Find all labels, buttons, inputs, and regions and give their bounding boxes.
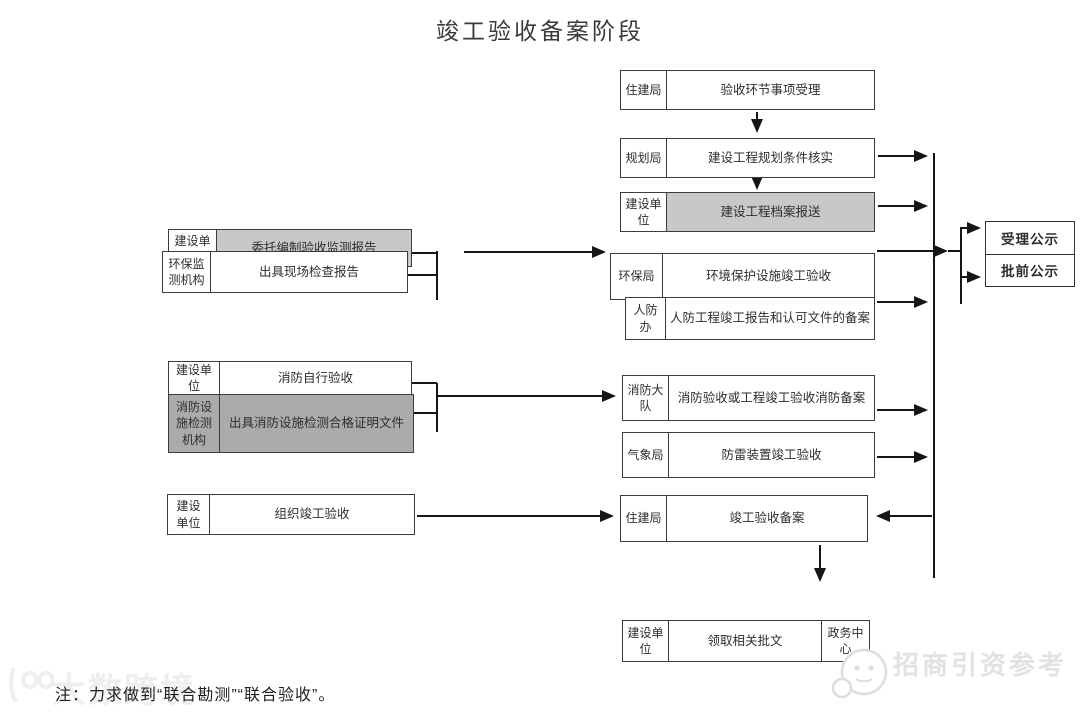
agency-label: 规划局 (621, 139, 667, 177)
task-label: 消防验收或工程竣工验收消防备案 (677, 390, 866, 405)
task-label: 出具现场检查报告 (258, 264, 359, 279)
agency-label: 住建局 (621, 71, 667, 109)
agency-label: 住建局 (621, 496, 667, 541)
box-weather-bureau: 气象局 防雷装置竣工验收 (622, 432, 875, 478)
box-epa: 环保局 环境保护设施竣工验收 (610, 253, 875, 300)
box-fire-self-acceptance: 建设单位 消防自行验收 (168, 361, 412, 395)
agency-label: 建设单位 (169, 362, 220, 394)
task-label: 组织竣工验收 (274, 507, 350, 522)
task-label: 防雷装置竣工验收 (721, 447, 822, 462)
task-label: 环境保护设施竣工验收 (705, 269, 831, 284)
box-accept: 住建局 验收环节事项受理 (620, 70, 875, 110)
task-label: 验收环节事项受理 (720, 82, 821, 97)
agency-label: 气象局 (623, 433, 669, 477)
task-label: 建设工程档案报送 (667, 193, 874, 231)
agency-label: 建设单位 (623, 621, 669, 661)
box-civil-air-defense: 人防办 人防工程竣工报告和认可文件的备案 (625, 297, 875, 340)
box-fire-brigade: 消防大队 消防验收或工程竣工验收消防备案 (622, 375, 875, 421)
box-site-inspection-report: 环保监测机构 出具现场检查报告 (162, 251, 408, 293)
task-label: 建设工程规划条件核实 (707, 150, 833, 165)
agency-label: 建设单位 (168, 495, 210, 534)
box-archive: 建设单位 建设工程档案报送 (620, 192, 875, 232)
task-label: 人防工程竣工报告和认可文件的备案 (670, 311, 871, 326)
box-completion-filing: 住建局 竣工验收备案 (620, 495, 868, 542)
task-label: 出具消防设施检测合格证明文件 (220, 395, 413, 452)
acceptance-publicity-box: 受理公示 (985, 221, 1075, 255)
watermark-right-text: 招商引资参考 (893, 650, 1068, 680)
agency-label: 消防大队 (623, 376, 669, 420)
watermark-left-text: 大数跨境 (52, 672, 196, 710)
agency-label: 消防设施检测机构 (169, 395, 220, 452)
task-label: 竣工验收备案 (729, 511, 805, 526)
task-label: 领取相关批文 (707, 633, 783, 648)
box-fire-facility-certificate: 消防设施检测机构 出具消防设施检测合格证明文件 (168, 394, 414, 453)
agency-label: 人防办 (626, 298, 666, 339)
agency-label: 环保局 (611, 254, 663, 299)
wechat-smiley-icon (831, 648, 888, 699)
preapproval-publicity-box: 批前公示 (985, 253, 1075, 287)
box-pickup-documents: 建设单位 领取相关批文 政务中心 (622, 620, 870, 662)
bigdata-logo-icon (9, 667, 54, 704)
page-title: 竣工验收备案阶段 (436, 18, 644, 44)
agency-label: 环保监测机构 (163, 252, 211, 292)
box-planning: 规划局 建设工程规划条件核实 (620, 138, 875, 178)
box-organize-acceptance: 建设单位 组织竣工验收 (167, 494, 415, 535)
task-label: 消防自行验收 (277, 370, 353, 385)
agency-label: 建设单位 (621, 193, 667, 231)
footnote: 注：力求做到“联合勘测”“联合验收”。 (55, 687, 336, 704)
